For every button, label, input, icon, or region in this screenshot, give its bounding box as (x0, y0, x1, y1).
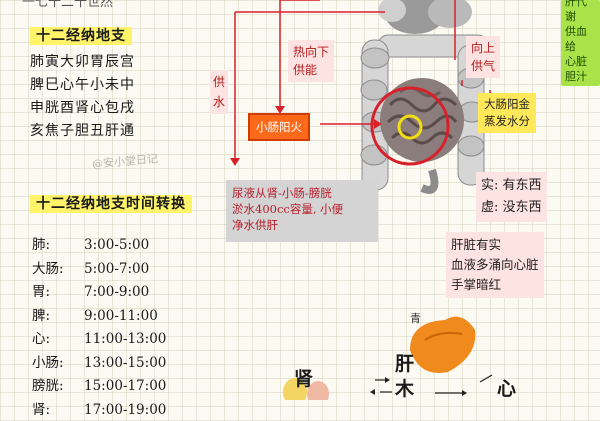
mnemonic-line: 肺寅大卯胃辰宫 (30, 51, 135, 74)
urine-path-note: 尿液从肾-小肠-膀胱 淤水400cc容量, 小便 净水供肝 (226, 180, 378, 242)
green-note-line: 胆汁 (565, 69, 596, 84)
top-partial-text: 一七十二十世然 (22, 0, 113, 10)
label-small-intestine-fire: 小肠阳火 (248, 113, 310, 141)
mnemonic-line: 脾巳心午小未中 (30, 74, 135, 97)
time-row: 大肠:5:00-7:00 (32, 257, 166, 281)
time-row: 胃:7:00-9:00 (32, 280, 166, 304)
solid-empty-note: 实: 有东西 虚: 没东西 (476, 172, 547, 222)
heading-title: 十二经纳地支 (30, 25, 132, 48)
cycle-arrows (375, 375, 492, 393)
time-section-title: 十二经纳地支时间转换 (30, 193, 192, 216)
title-highlight: 十二经纳地支 (30, 27, 132, 45)
mnemonic-lines: 肺寅大卯胃辰宫 脾巳心午小未中 申胱酉肾心包戌 亥焦子胆丑肝通 (30, 51, 135, 143)
label-qing: 青 (410, 310, 421, 326)
time-row: 肾:17:00-19:00 (32, 398, 166, 421)
green-note-line: 肝代谢 (565, 0, 596, 24)
label-shen: 肾 (294, 364, 313, 391)
green-note-line: 心脏 (565, 54, 596, 69)
time-row: 心:11:00-13:00 (32, 327, 166, 351)
label-xin: 心 (497, 374, 516, 401)
upper-organs-illustration (378, 0, 472, 34)
mnemonic-line: 申胱酉肾心包戌 (30, 97, 135, 120)
time-row: 肺:3:00-5:00 (32, 233, 166, 257)
liver-note: 肝脏有实 血液多涌向心脏 手掌暗红 (446, 232, 544, 298)
watermark: @安小堂日记 (91, 150, 158, 172)
label-up-supply-qi: 向上 供气 (466, 36, 500, 78)
time-row: 脾:9:00-11:00 (32, 304, 166, 328)
label-supply-water: 供 水 (210, 70, 228, 114)
time-row: 膀胱:15:00-17:00 (32, 374, 166, 398)
time-table: 肺:3:00-5:00 大肠:5:00-7:00 胃:7:00-9:00 脾:9… (32, 233, 166, 421)
label-large-intestine: 大肠阳金 蒸发水分 (478, 93, 536, 133)
green-note: 肝代谢 供血给 心脏 胆汁 (561, 0, 600, 86)
mnemonic-line: 亥焦子胆丑肝通 (30, 120, 135, 143)
label-hot-down: 热向下 供能 (288, 40, 334, 82)
label-mu: 木 (395, 374, 414, 401)
green-note-line: 供血给 (565, 24, 596, 54)
label-gan: 肝 (395, 349, 414, 376)
time-row: 小肠:13:00-15:00 (32, 351, 166, 375)
